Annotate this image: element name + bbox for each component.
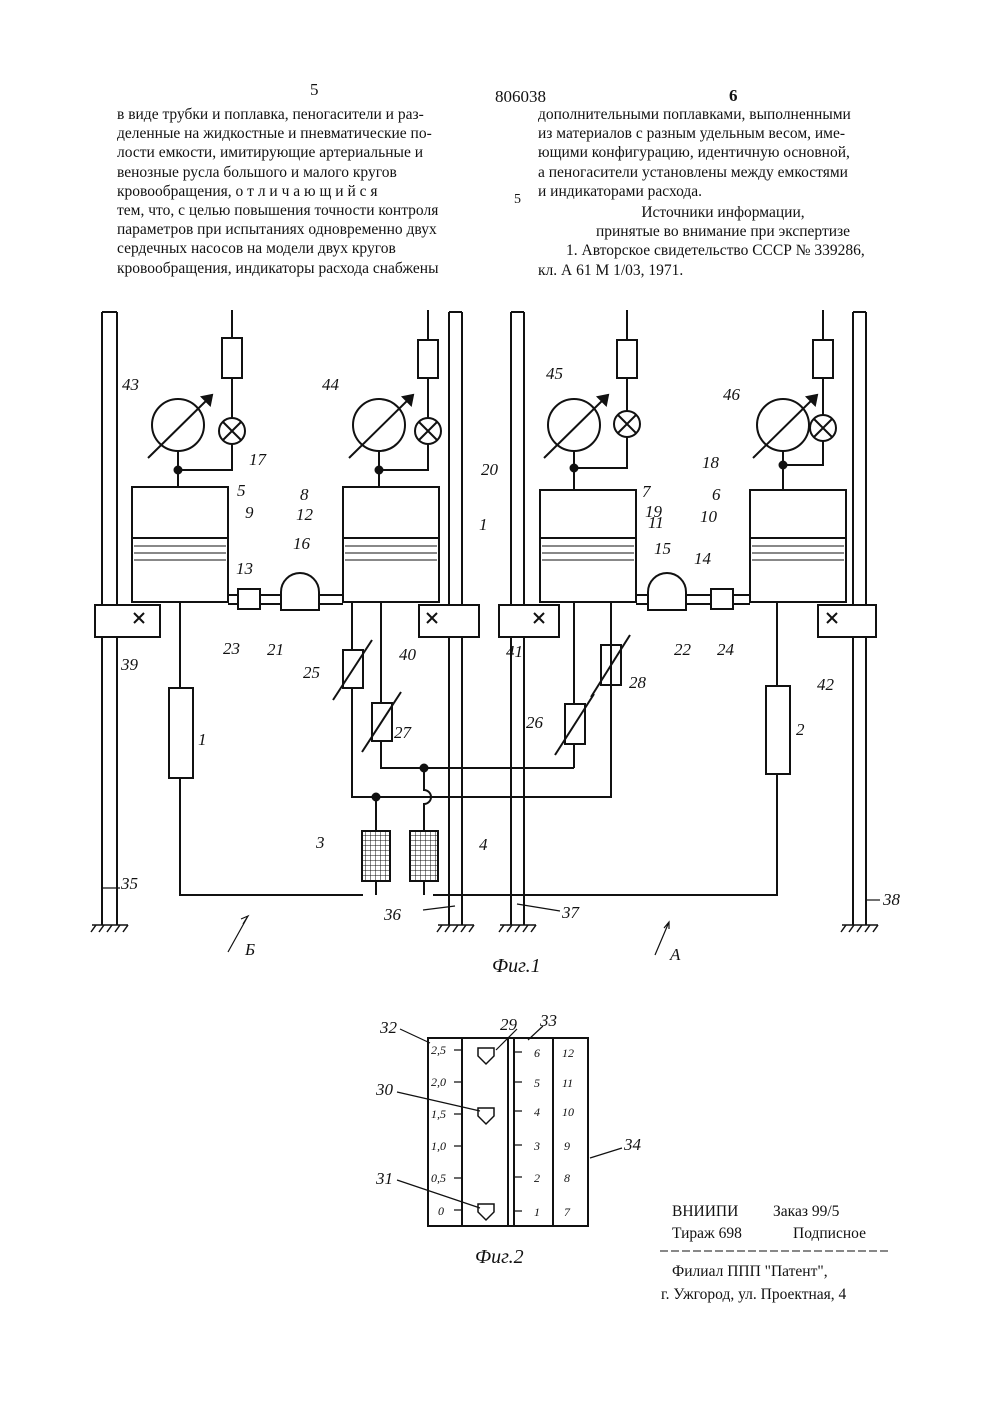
- label-29: 29: [500, 1015, 518, 1034]
- label-20: 20: [481, 460, 499, 479]
- top-connections: [175, 437, 824, 490]
- tank-7: [540, 490, 636, 602]
- scale-right-mark: 10: [562, 1105, 574, 1119]
- label-11: 11: [648, 513, 664, 532]
- label-13: 13: [236, 559, 253, 578]
- imprint-order: Заказ 99/5: [773, 1200, 839, 1223]
- scale-middle-mark: 5: [534, 1076, 540, 1090]
- label-41: 41: [506, 642, 523, 661]
- tank-8: [343, 487, 439, 602]
- figure-1-caption: Фиг.1: [492, 955, 541, 977]
- label-1a: 1: [198, 730, 207, 749]
- label-14: 14: [694, 549, 712, 568]
- sensor-boxes: [95, 605, 876, 637]
- label-38: 38: [882, 890, 901, 909]
- scale-left-mark: 1,5: [431, 1107, 446, 1121]
- imprint-org: ВНИИПИ: [672, 1200, 738, 1223]
- label-35: 35: [120, 874, 138, 893]
- scale-right-mark: 11: [562, 1076, 573, 1090]
- scale-right-mark: 8: [564, 1171, 570, 1185]
- scale-left-mark: 0,5: [431, 1171, 446, 1185]
- label-36: 36: [383, 905, 402, 924]
- label-33: 33: [539, 1011, 557, 1030]
- indicator-lamps: [219, 411, 836, 444]
- top-valves: [222, 310, 833, 418]
- imprint-address: г. Ужгород, ул. Проектная, 4: [661, 1283, 846, 1306]
- label-45: 45: [546, 364, 563, 383]
- scale-middle-mark: 4: [534, 1105, 540, 1119]
- label-15: 15: [654, 539, 671, 558]
- scale-middle-mark: 1: [534, 1205, 540, 1219]
- label-2: 2: [796, 720, 805, 739]
- scale-right-mark: 9: [564, 1139, 570, 1153]
- pump-assembly-left: [228, 573, 343, 610]
- label-23: 23: [223, 639, 240, 658]
- stand-posts: [102, 312, 866, 925]
- leader-lines: [101, 888, 880, 955]
- scale-middle-mark: 6: [534, 1046, 540, 1060]
- label-31: 31: [375, 1169, 393, 1188]
- label-34: 34: [623, 1135, 642, 1154]
- scale-right-mark: 7: [564, 1205, 571, 1219]
- tank-5: [132, 487, 228, 602]
- label-1b: 1: [479, 515, 488, 534]
- label-37: 37: [561, 903, 581, 922]
- label-40: 40: [399, 645, 417, 664]
- label-17: 17: [249, 450, 268, 469]
- label-4: 4: [479, 835, 488, 854]
- label-43: 43: [122, 375, 139, 394]
- label-28: 28: [629, 673, 647, 692]
- label-12: 12: [296, 505, 314, 524]
- label-16: 16: [293, 534, 311, 553]
- label-25: 25: [303, 663, 320, 682]
- label-42: 42: [817, 675, 835, 694]
- label-44: 44: [322, 375, 340, 394]
- label-24: 24: [717, 640, 735, 659]
- scale-middle-mark: 3: [533, 1139, 540, 1153]
- imprint-branch: Филиал ППП "Патент",: [672, 1260, 828, 1283]
- label-21: 21: [267, 640, 284, 659]
- label-9: 9: [245, 503, 254, 522]
- label-32: 32: [379, 1018, 398, 1037]
- label-10: 10: [700, 507, 718, 526]
- imprint-circulation: Тираж 698: [672, 1222, 742, 1245]
- imprint-subscription: Подписное: [793, 1222, 866, 1245]
- label-22: 22: [674, 640, 692, 659]
- label-27: 27: [394, 723, 413, 742]
- label-6: 6: [712, 485, 721, 504]
- label-7: 7: [642, 482, 652, 501]
- label-46: 46: [723, 385, 741, 404]
- label-view-a: А: [669, 945, 681, 964]
- scale-left-mark: 0: [438, 1204, 444, 1218]
- label-30: 30: [375, 1080, 394, 1099]
- label-view-b: Б: [244, 940, 255, 959]
- figure-2-caption: Фиг.2: [475, 1246, 524, 1268]
- label-3: 3: [315, 833, 325, 852]
- ground-symbols: [91, 925, 878, 932]
- label-39: 39: [120, 655, 139, 674]
- label-8: 8: [300, 485, 309, 504]
- scale-middle-mark: 2: [534, 1171, 540, 1185]
- label-26: 26: [526, 713, 544, 732]
- scale-left-mark: 2,0: [431, 1075, 446, 1089]
- tank-6: [750, 490, 846, 602]
- label-18: 18: [702, 453, 720, 472]
- scale-right-mark: 12: [562, 1046, 574, 1060]
- scale-left-mark: 2,5: [431, 1043, 446, 1057]
- label-5: 5: [237, 481, 246, 500]
- scale-left-mark: 1,0: [431, 1139, 446, 1153]
- pump-assembly-right: [636, 573, 750, 610]
- gauges: [148, 395, 817, 458]
